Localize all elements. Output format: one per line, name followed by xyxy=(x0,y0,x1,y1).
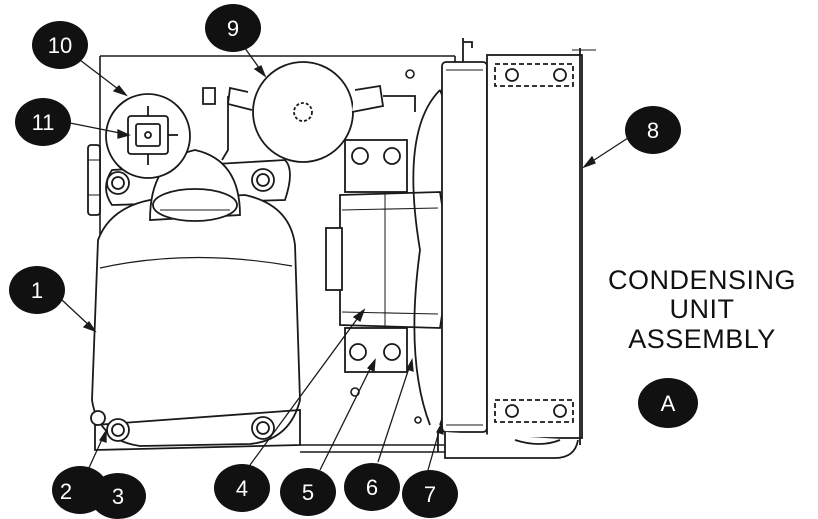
callout-8: 8 xyxy=(625,106,681,154)
svg-text:8: 8 xyxy=(647,118,659,143)
callout-5: 5 xyxy=(280,468,336,516)
assembly-title-line-3: ASSEMBLY xyxy=(628,324,776,354)
compressor xyxy=(87,144,301,451)
callout-6: 6 xyxy=(344,463,400,511)
svg-text:2: 2 xyxy=(60,479,72,504)
svg-text:A: A xyxy=(661,391,676,416)
capacitor xyxy=(202,61,416,163)
assembly-title-line-2: UNIT xyxy=(669,294,735,324)
callout-10: 10 xyxy=(32,21,88,69)
svg-text:1: 1 xyxy=(31,278,43,303)
base-plate xyxy=(99,55,456,453)
svg-text:5: 5 xyxy=(302,480,314,505)
svg-text:9: 9 xyxy=(227,16,239,41)
callout-11: 11 xyxy=(15,98,71,146)
callout-3: 3 xyxy=(90,473,146,519)
svg-text:7: 7 xyxy=(424,482,436,507)
svg-text:4: 4 xyxy=(236,476,248,501)
callout-4: 4 xyxy=(214,464,270,512)
leader-lines xyxy=(61,43,629,471)
callout-9: 9 xyxy=(205,4,261,52)
assembly-badge: A xyxy=(638,378,698,428)
svg-text:11: 11 xyxy=(32,110,55,135)
callout-7: 7 xyxy=(402,470,458,518)
svg-text:3: 3 xyxy=(112,484,124,509)
svg-text:6: 6 xyxy=(366,475,378,500)
fan-motor xyxy=(325,139,447,373)
assembly-title-line-1: CONDENSING xyxy=(607,265,796,295)
svg-text:10: 10 xyxy=(48,33,72,58)
condenser-coil xyxy=(437,38,596,459)
callout-1: 1 xyxy=(9,266,65,314)
